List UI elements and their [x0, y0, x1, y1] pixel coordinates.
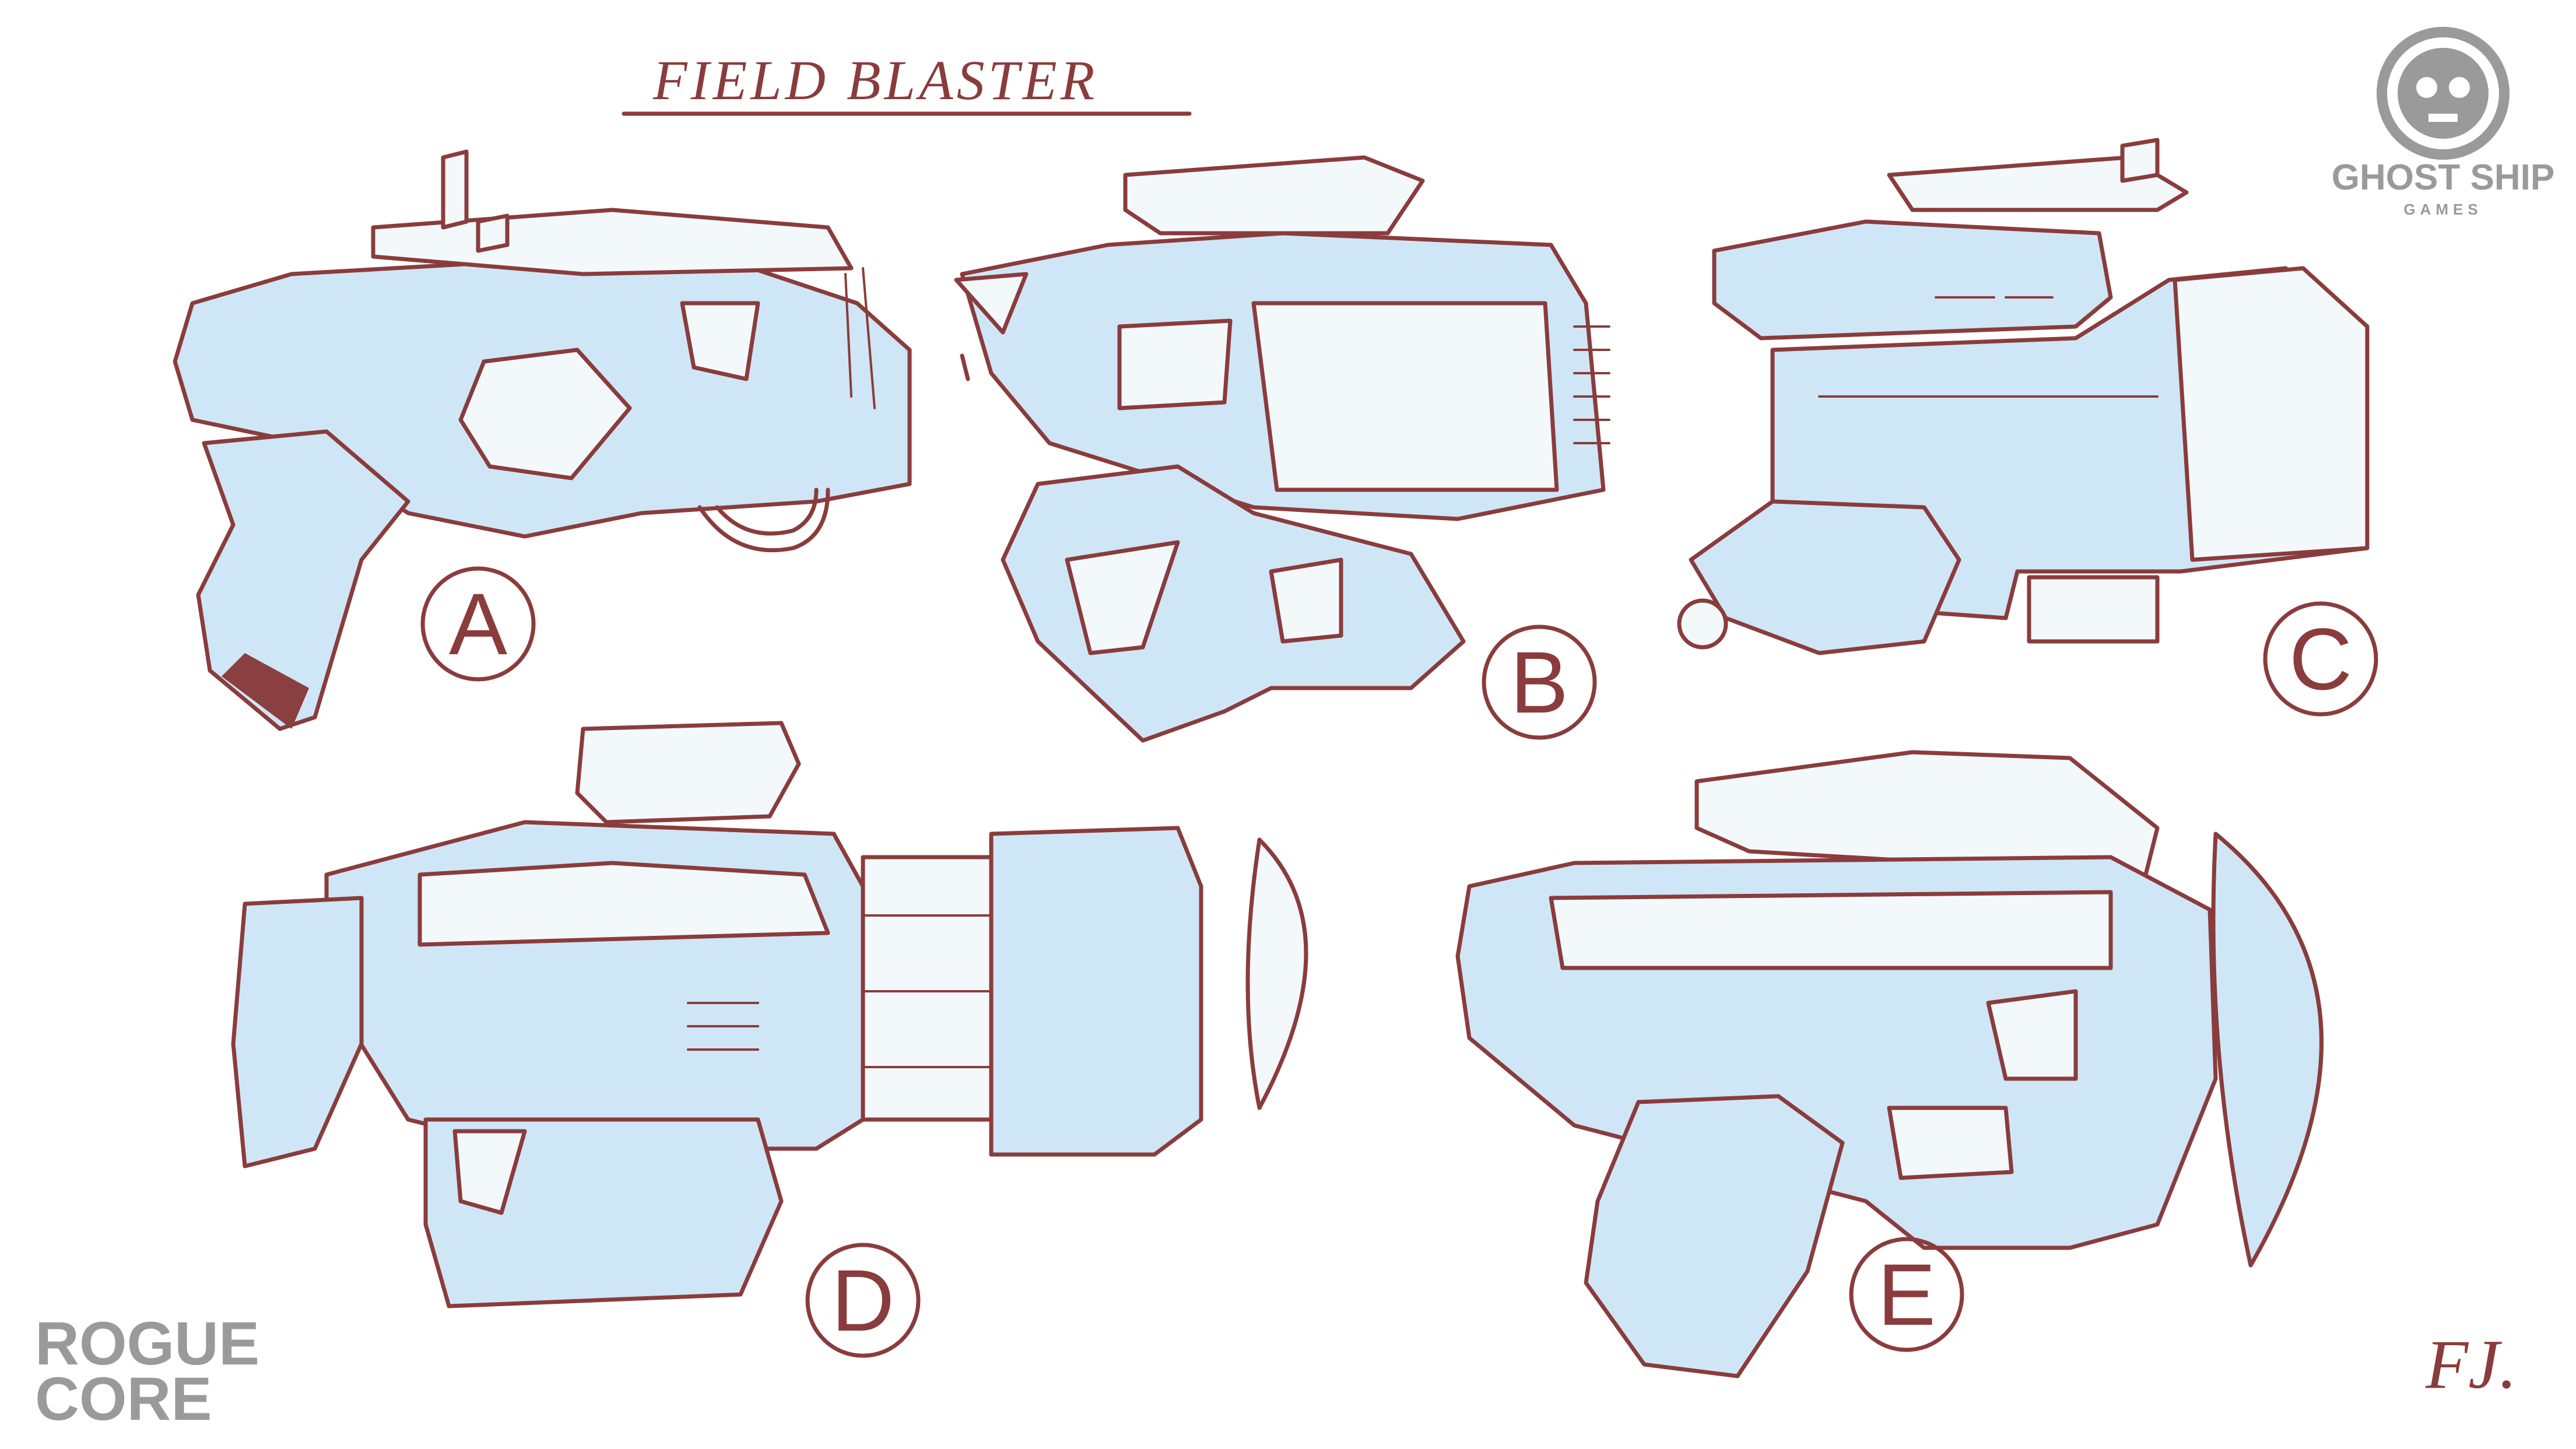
variant-d-badge [805, 1243, 921, 1358]
ghost-ship-sub: GAMES [2403, 201, 2482, 218]
sheet-title: FIELD BLASTER [652, 49, 1098, 111]
variant-d-label: D [831, 1251, 894, 1349]
blaster-d-sketch: D [231, 721, 1308, 1358]
variant-e-label: E [1877, 1245, 1936, 1343]
variant-e-badge [1849, 1237, 1964, 1352]
rogue-core-line1: ROGUE [35, 1310, 259, 1378]
variant-a-badge [420, 566, 536, 682]
skull-gear-icon [2377, 27, 2510, 160]
variant-c-badge [2263, 601, 2378, 717]
variant-a-label: A [449, 575, 507, 673]
ghost-ship-logo: GHOST SHIP GAMES [2332, 27, 2554, 218]
rogue-core-line2: CORE [35, 1365, 212, 1433]
blaster-e-sketch: E [1455, 750, 2324, 1378]
blaster-b-sketch: B [954, 155, 1610, 743]
blaster-a-sketch: A [173, 149, 970, 731]
artist-signature: FJ. [2425, 1325, 2517, 1403]
variant-b-label: B [1510, 633, 1568, 731]
rogue-core-logo: ROGUE CORE [35, 1310, 259, 1433]
blaster-c-sketch: C [1677, 138, 2378, 717]
ghost-ship-name: GHOST SHIP [2332, 157, 2554, 198]
variant-c-label: C [2289, 610, 2352, 708]
sheet-title-group: FIELD BLASTER [622, 49, 1192, 116]
variant-b-badge [1482, 624, 1597, 740]
